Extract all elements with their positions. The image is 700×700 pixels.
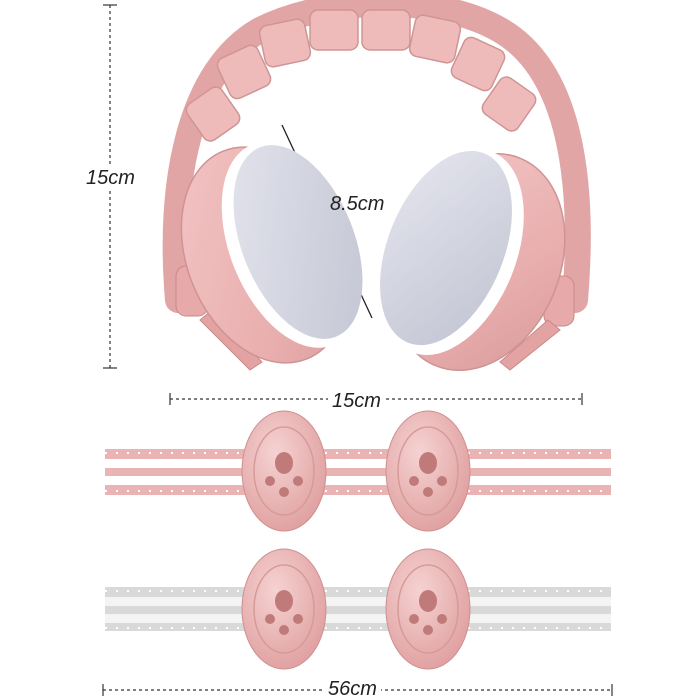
grey-strap-cap-left xyxy=(241,548,327,670)
width-dimension-label: 15cm xyxy=(328,390,385,412)
left-ear-cup xyxy=(175,142,363,371)
grey-strap-cap-right xyxy=(385,548,471,670)
pink-strap-cap-left xyxy=(241,410,327,532)
height-dimension-label: 15cm xyxy=(82,167,139,189)
headphones xyxy=(162,0,591,372)
pink-headband-strap xyxy=(105,410,611,532)
cup-dimension-label: 8.5cm xyxy=(330,193,385,215)
headband-padding xyxy=(185,9,537,142)
band-length-dimension-label: 56cm xyxy=(324,678,381,700)
pink-strap-cap-right xyxy=(385,410,471,532)
right-ear-cup xyxy=(380,149,575,372)
grey-headband-strap xyxy=(105,548,611,670)
